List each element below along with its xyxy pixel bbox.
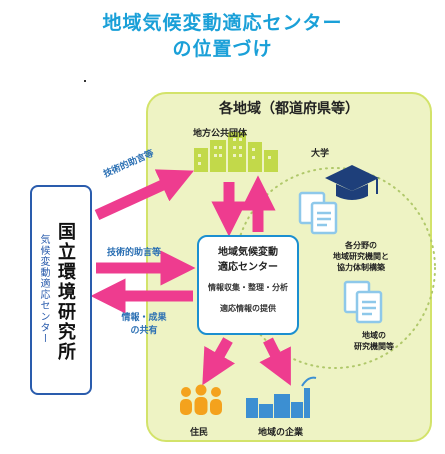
- diagram-title-line1: 地域気候変動適応センター: [102, 12, 343, 34]
- label-local-research: 地域の 研究機関等: [344, 330, 404, 352]
- documents-icon-1: [298, 191, 338, 235]
- arrow-center-to-residents: [202, 337, 235, 386]
- arrow-nies-to-localgov: [94, 169, 195, 221]
- center-title-line1: 地域気候変動: [218, 247, 278, 258]
- label-cooperation: 各分野の 地域研究機関と 協力体制構築: [325, 240, 397, 273]
- label-info-share-line1: 情報・成果: [121, 313, 167, 323]
- government-buildings-icon: [194, 132, 278, 172]
- region-title: 各地域（都道府県等）: [219, 101, 359, 117]
- residents-people-icon: [180, 384, 222, 415]
- label-info-share-line2: の共有: [130, 326, 158, 336]
- label-cooperation-line3: 協力体制構築: [337, 263, 385, 272]
- nies-box: [30, 185, 92, 395]
- center-function-collect: 情報収集・整理・分析: [208, 283, 288, 292]
- regional-center-box: [197, 235, 299, 335]
- documents-icon-2: [343, 280, 383, 324]
- label-local-companies: 地域の企業: [258, 428, 304, 438]
- nies-subtitle: 気候変動適応センター: [38, 234, 49, 344]
- label-cooperation-line2: 地域研究機関と: [333, 252, 389, 261]
- label-cooperation-line1: 各分野の: [345, 241, 377, 250]
- label-info-share: 情報・成果 の共有: [112, 310, 176, 336]
- factory-icon: [246, 376, 317, 418]
- flow-arrows: [90, 169, 291, 386]
- graduation-cap-icon: [325, 165, 379, 200]
- arrow-center-to-companies: [259, 337, 291, 386]
- nies-title: 国立環境研究所: [55, 222, 76, 362]
- diagram-title-line2: の位置づけ: [172, 38, 273, 60]
- label-research-line1: 地域の: [362, 331, 386, 340]
- label-residents: 住民: [190, 428, 209, 438]
- label-local-government: 地方公共団体: [193, 129, 248, 139]
- center-title-line2: 適応センター: [218, 262, 278, 273]
- label-research-line2: 研究機関等: [354, 342, 394, 351]
- label-tech-advice-2: 技術的助言等: [107, 248, 162, 258]
- center-function-provide: 適応情報の提供: [220, 304, 276, 313]
- label-university: 大学: [311, 149, 330, 159]
- stray-dot: [84, 80, 86, 82]
